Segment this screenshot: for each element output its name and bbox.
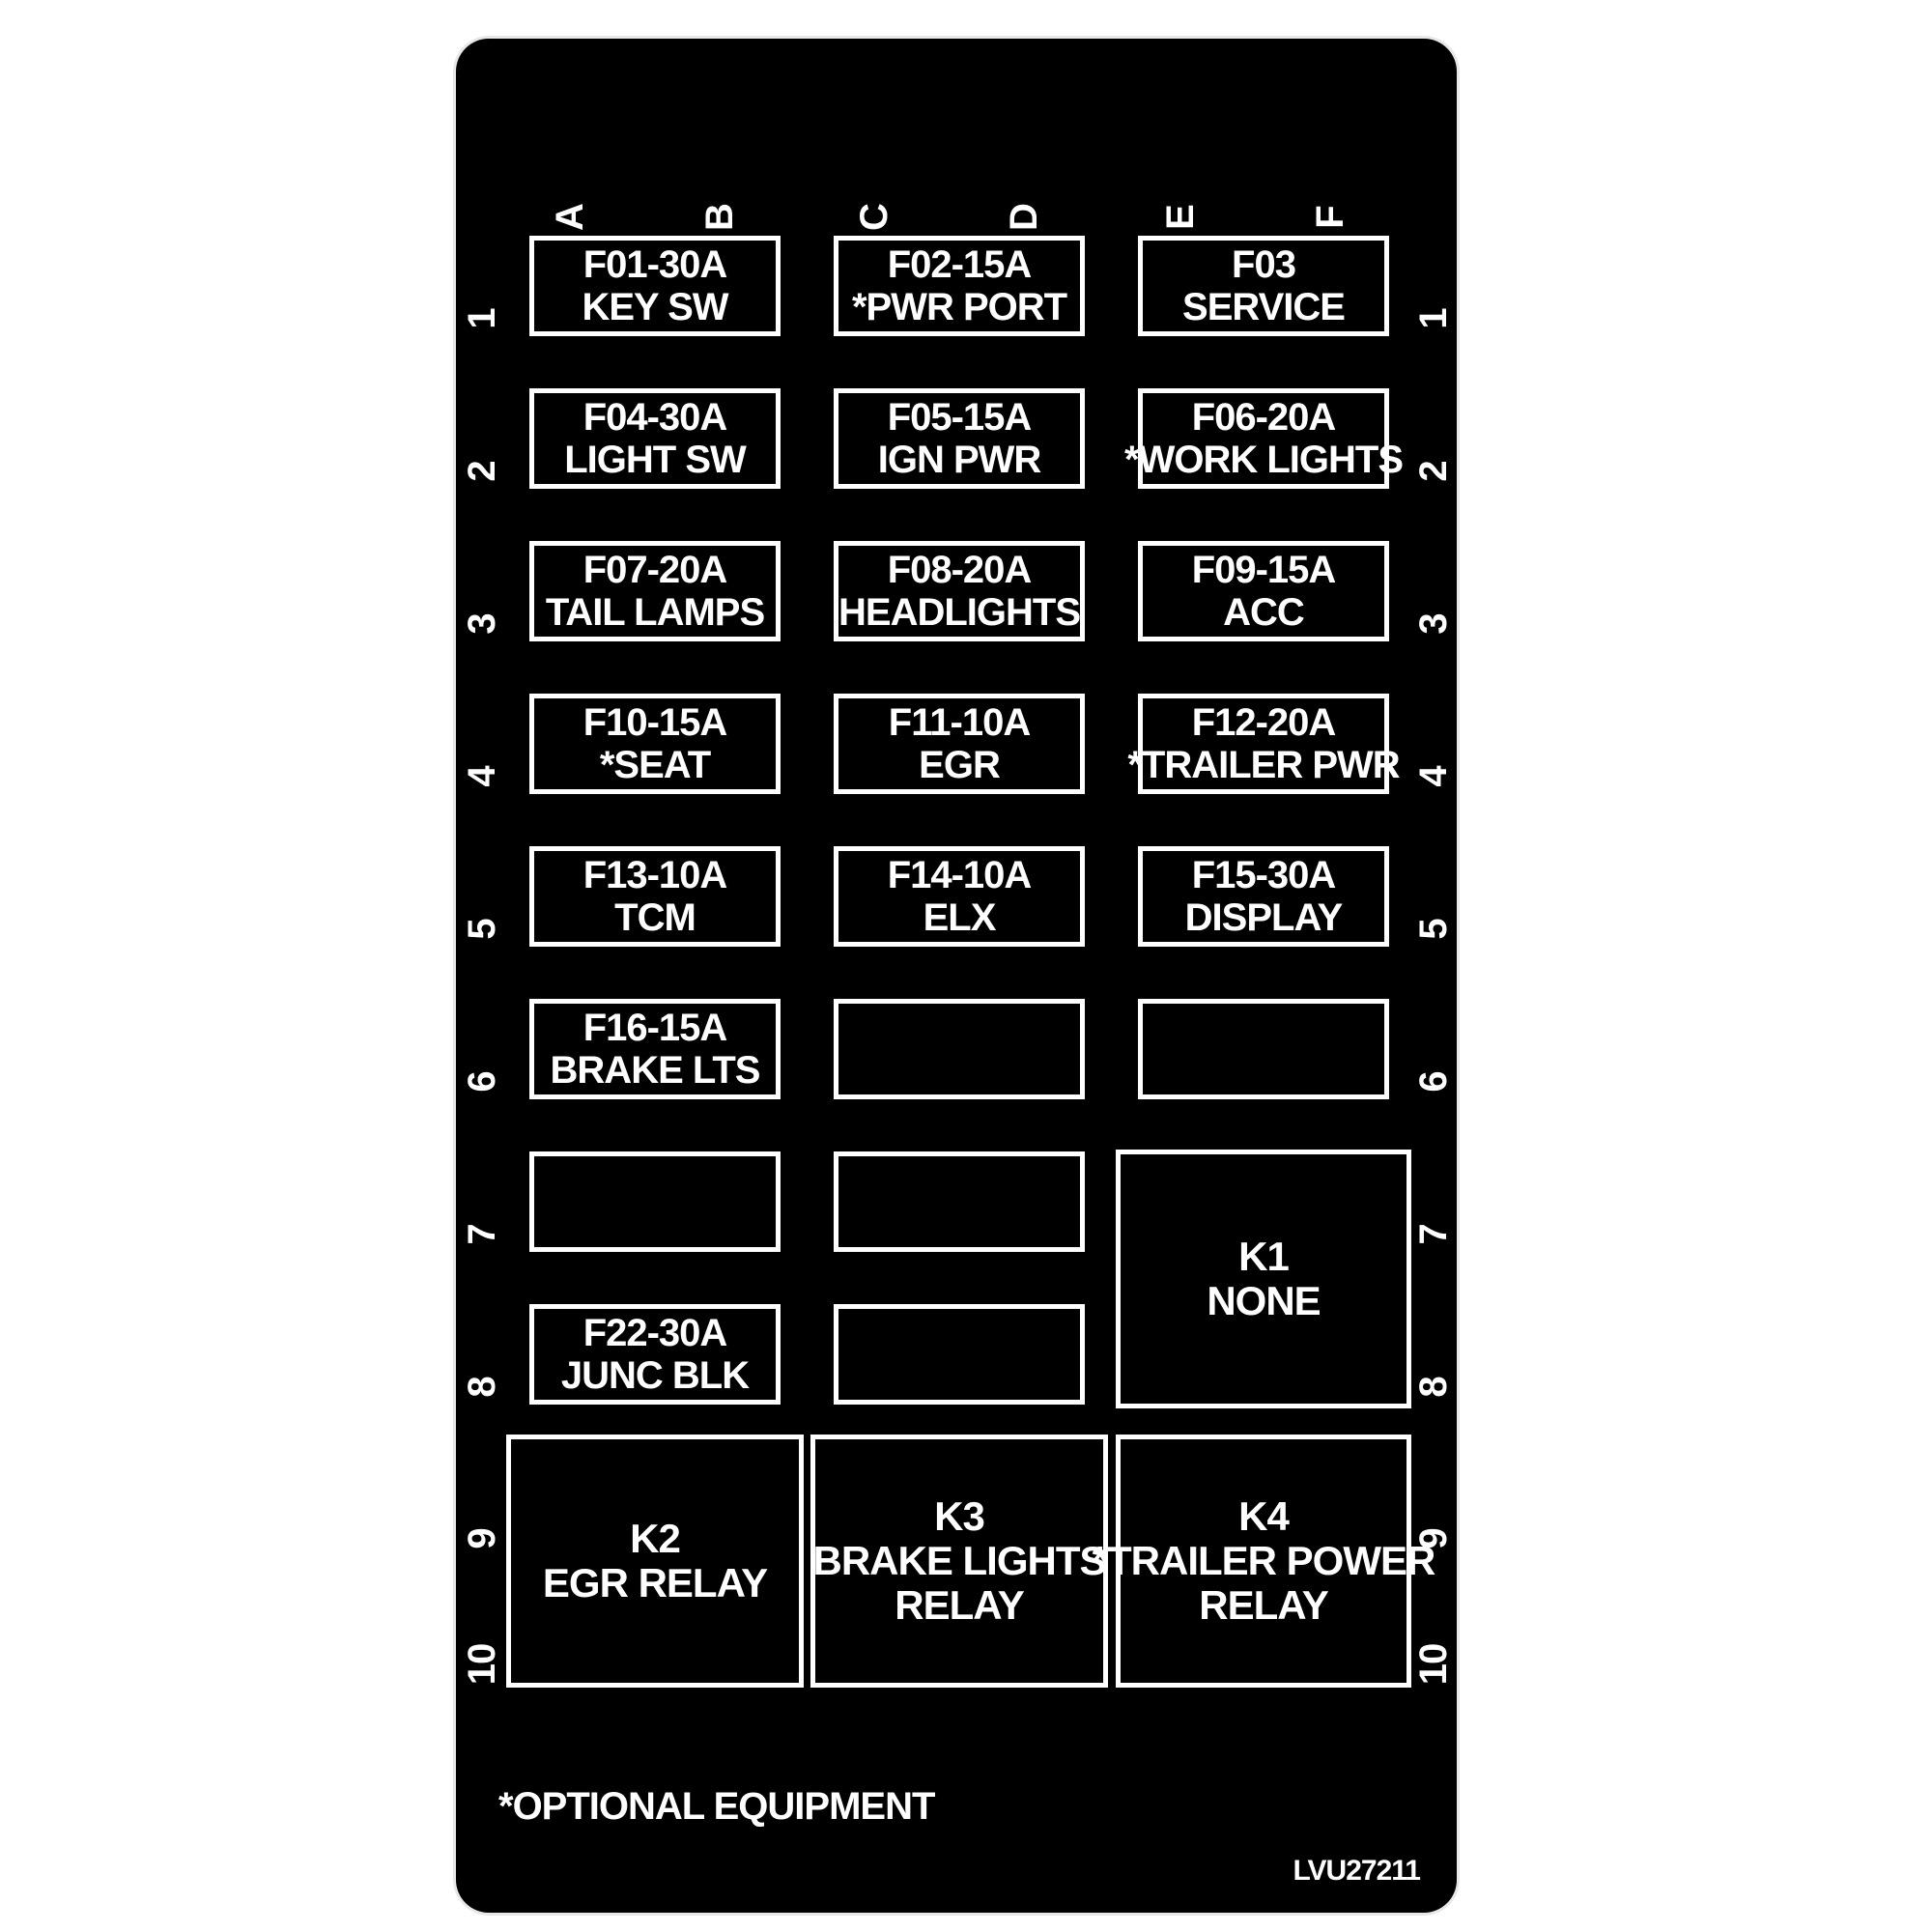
fuse-rating: F04-30A: [582, 396, 728, 439]
relay-function: *TRAILER POWER: [1092, 1538, 1436, 1583]
row-number-right-2: 2: [1412, 461, 1455, 482]
fuse-slot-f04: F04-30A LIGHT SW: [529, 388, 781, 489]
fuse-slot-f05: F05-15A IGN PWR: [834, 388, 1085, 489]
fuse-circuit: ELX: [923, 896, 997, 939]
fuse-slot-f01: F01-30A KEY SW: [529, 236, 781, 336]
fuse-rating: F13-10A: [582, 854, 728, 896]
relay-function-cont: RELAY: [895, 1582, 1024, 1628]
fuse-circuit: IGN PWR: [877, 439, 1042, 481]
fuse-circuit: *PWR PORT: [851, 286, 1067, 328]
fuse-rating: F22-30A: [582, 1312, 728, 1354]
fuse-circuit: *TRAILER PWR: [1127, 744, 1400, 786]
fuse-slot-f16: F16-15A BRAKE LTS: [529, 999, 781, 1099]
fuse-circuit: DISPLAY: [1184, 896, 1344, 939]
fuse-slot-f11: F11-10A EGR: [834, 694, 1085, 794]
row-number-right-6: 6: [1412, 1071, 1455, 1093]
relay-id: K3: [934, 1493, 985, 1539]
row-number-left-7: 7: [461, 1224, 503, 1245]
relay-k4: K4 *TRAILER POWER RELAY: [1093, 1435, 1435, 1688]
row-number-left-4: 4: [461, 766, 503, 787]
fuse-rating: F10-15A: [582, 701, 728, 744]
row-number-left-8: 8: [461, 1377, 503, 1398]
fuse-slot-empty: [834, 1304, 1085, 1405]
relay-k2: K2 EGR RELAY: [506, 1435, 804, 1688]
fuse-slot-empty: [529, 1151, 781, 1252]
optional-equipment-note: *OPTIONAL EQUIPMENT: [498, 1785, 935, 1828]
fuse-slot-f03: F03 SERVICE: [1138, 236, 1389, 336]
fuse-rating: F16-15A: [582, 1007, 728, 1049]
fuse-circuit: *SEAT: [599, 744, 711, 786]
fuse-rating: F09-15A: [1191, 549, 1337, 591]
fuse-rating: F03: [1232, 243, 1296, 286]
fuse-circuit: HEADLIGHTS: [838, 591, 1081, 634]
fuse-slot-f10: F10-15A *SEAT: [529, 694, 781, 794]
part-number: LVU27211: [1293, 1855, 1421, 1887]
row-number-left-5: 5: [461, 919, 503, 940]
fuse-rating: F08-20A: [887, 549, 1033, 591]
relay-function: NONE: [1207, 1278, 1321, 1323]
fuse-slot-empty: [834, 1151, 1085, 1252]
fuse-slot-f07: F07-20A TAIL LAMPS: [529, 541, 781, 641]
fuse-rating: F05-15A: [887, 396, 1033, 439]
row-number-right-3: 3: [1412, 613, 1455, 635]
fuse-circuit: JUNC BLK: [560, 1354, 750, 1397]
fuse-rating: F11-10A: [888, 701, 1031, 744]
fuse-slot-f15: F15-30A DISPLAY: [1138, 846, 1389, 947]
row-number-left-3: 3: [461, 613, 503, 635]
row-number-right-10: 10: [1412, 1643, 1455, 1686]
row-number-right-8: 8: [1412, 1377, 1455, 1398]
fuse-rating: F06-20A: [1191, 396, 1337, 439]
fuse-rating: F14-10A: [887, 854, 1033, 896]
relay-k3: K3 BRAKE LIGHTS RELAY: [810, 1435, 1108, 1688]
fuse-panel-label: A B C D E F 1 2 3 4 5 6 7 8 9 10 1 2 3 4…: [456, 39, 1457, 1913]
fuse-circuit: KEY SW: [582, 286, 728, 328]
relay-id: K1: [1238, 1234, 1290, 1279]
relay-id: K2: [630, 1516, 681, 1561]
row-number-left-1: 1: [461, 308, 503, 329]
fuse-slot-f08: F08-20A HEADLIGHTS: [834, 541, 1085, 641]
row-number-right-1: 1: [1412, 308, 1455, 329]
row-number-right-7: 7: [1412, 1224, 1455, 1245]
fuse-rating: F12-20A: [1191, 701, 1337, 744]
relay-function: EGR RELAY: [542, 1560, 768, 1605]
fuse-slot-f06: F06-20A *WORK LIGHTS: [1124, 388, 1404, 489]
fuse-rating: F07-20A: [582, 549, 728, 591]
fuse-circuit: TAIL LAMPS: [545, 591, 765, 634]
row-number-left-9: 9: [461, 1528, 503, 1549]
row-number-left-6: 6: [461, 1071, 503, 1093]
fuse-circuit: ACC: [1223, 591, 1305, 634]
row-number-right-5: 5: [1412, 919, 1455, 940]
relay-function-cont: RELAY: [1199, 1582, 1328, 1628]
fuse-circuit: *WORK LIGHTS: [1124, 439, 1404, 481]
row-number-right-4: 4: [1412, 766, 1455, 787]
fuse-circuit: TCM: [614, 896, 696, 939]
fuse-slot-f13: F13-10A TCM: [529, 846, 781, 947]
fuse-slot-f09: F09-15A ACC: [1138, 541, 1389, 641]
fuse-slot-f02: F02-15A *PWR PORT: [834, 236, 1085, 336]
fuse-slot-empty: [834, 999, 1085, 1099]
row-number-left-10: 10: [461, 1643, 503, 1686]
fuse-slot-f12: F12-20A *TRAILER PWR: [1127, 694, 1401, 794]
fuse-slot-f22: F22-30A JUNC BLK: [529, 1304, 781, 1405]
relay-id: K4: [1238, 1493, 1290, 1539]
fuse-circuit: LIGHT SW: [564, 439, 747, 481]
fuse-rating: F15-30A: [1191, 854, 1337, 896]
fuse-rating: F02-15A: [887, 243, 1033, 286]
fuse-rating: F01-30A: [582, 243, 728, 286]
fuse-slot-f14: F14-10A ELX: [834, 846, 1085, 947]
fuse-circuit: EGR: [919, 744, 1001, 786]
fuse-slot-empty: [1138, 999, 1389, 1099]
row-number-left-2: 2: [461, 461, 503, 482]
fuse-circuit: BRAKE LTS: [550, 1049, 761, 1092]
fuse-circuit: SERVICE: [1182, 286, 1346, 328]
relay-k1: K1 NONE: [1116, 1150, 1411, 1408]
relay-function: BRAKE LIGHTS: [812, 1538, 1107, 1583]
